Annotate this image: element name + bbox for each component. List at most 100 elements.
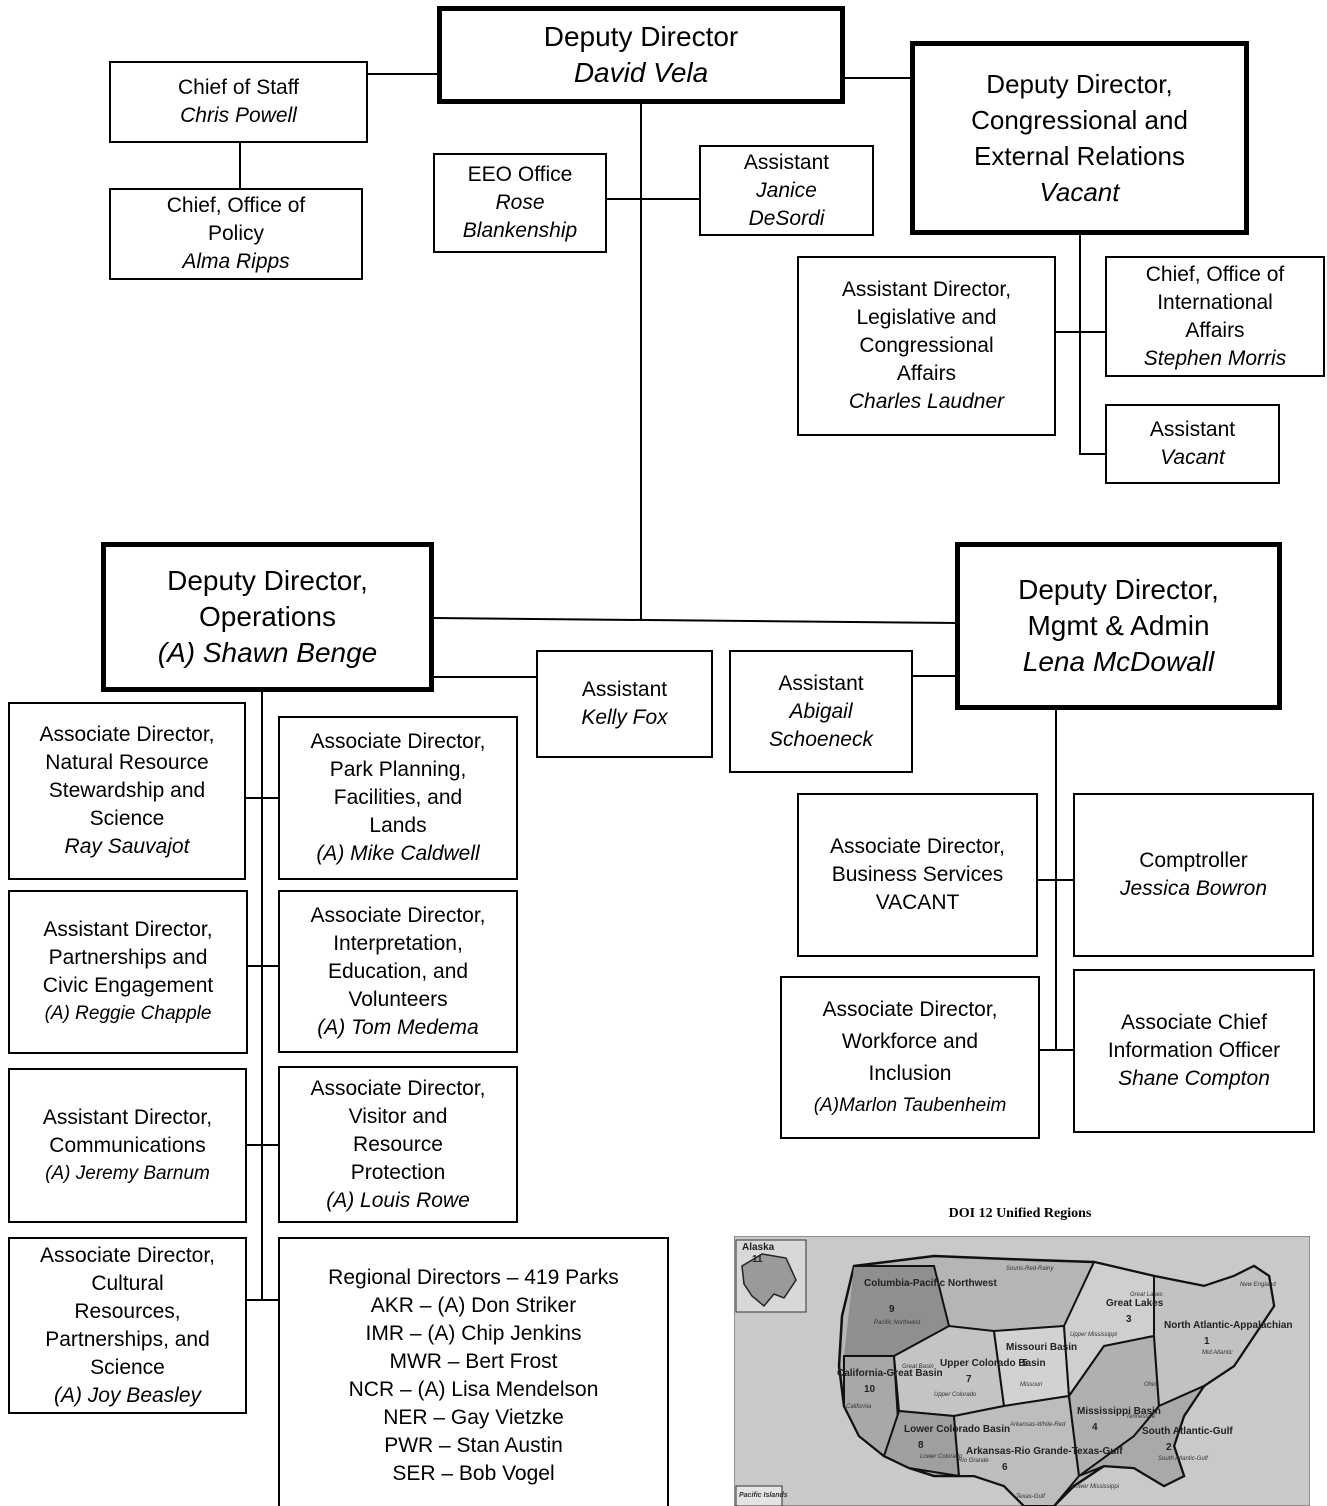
ad-visitor-line1: Associate Director, xyxy=(310,1076,486,1100)
map-region-number: 4 xyxy=(1092,1422,1098,1433)
ad-partnerships-line2: Partnerships and xyxy=(48,946,208,969)
deputy-director-name: David Vela xyxy=(573,57,709,88)
assistant-schoeneck-box: Assistant Abigail Schoeneck xyxy=(729,650,913,773)
connector-line xyxy=(432,676,536,678)
map-sub-label: Souris-Red-Rainy xyxy=(1006,1266,1054,1272)
regional-director-line: IMR – (A) Chip Jenkins xyxy=(365,1322,582,1345)
regional-directors-box: Regional Directors – 419 Parks AKR – (A)… xyxy=(278,1237,669,1506)
assistant-vacant-name: Vacant xyxy=(1160,446,1225,469)
chief-international-line1: Chief, Office of xyxy=(1145,262,1285,286)
map-sub-label: Great Lakes xyxy=(1130,1292,1163,1298)
regional-director-line: PWR – Stan Austin xyxy=(384,1434,563,1457)
ad-legislative-line1: Assistant Director, xyxy=(841,278,1012,301)
connector-line xyxy=(640,104,642,621)
connector-line xyxy=(845,77,910,79)
map-region-number: 10 xyxy=(864,1384,876,1395)
ad-natural-name: Ray Sauvajot xyxy=(64,835,190,858)
ad-park-planning-box: Associate Director, Park Planning, Facil… xyxy=(278,716,518,880)
ad-workforce-line2: Workforce and xyxy=(841,1029,979,1053)
dd-operations-box: Deputy Director, Operations (A) Shawn Be… xyxy=(101,542,434,692)
dd-congressional-line1: Deputy Director, xyxy=(986,69,1173,99)
eeo-office-name-line1: Rose xyxy=(495,191,545,214)
ad-workforce-line3: Inclusion xyxy=(868,1061,952,1085)
assistant-fox-title: Assistant xyxy=(581,678,668,701)
map-sub-label: Mid Atlantic xyxy=(1202,1350,1233,1356)
comptroller-name: Jessica Bowron xyxy=(1119,877,1268,900)
map-region-label: North Atlantic-Appalachian xyxy=(1164,1320,1293,1331)
region-sag xyxy=(1078,1383,1207,1488)
ad-cultural-line4: Partnerships, and xyxy=(45,1327,210,1351)
chief-policy-name: Alma Ripps xyxy=(182,250,290,273)
ad-interpretation-line4: Volunteers xyxy=(348,987,448,1011)
map-sub-label: Pacific Northwest xyxy=(874,1320,921,1326)
regional-director-line: MWR – Bert Frost xyxy=(389,1350,558,1373)
map-graphic: Alaska 11 Columbia-Pacific Northwest 9 C… xyxy=(734,1236,1310,1506)
regional-director-line: AKR – (A) Don Striker xyxy=(370,1294,577,1317)
chief-international-line3: Affairs xyxy=(1185,318,1245,342)
ad-legislative-line2: Legislative and xyxy=(856,306,997,329)
dd-operations-line2: Operations xyxy=(199,601,336,632)
comptroller-title: Comptroller xyxy=(1139,849,1248,872)
ad-cultural-name: (A) Joy Beasley xyxy=(53,1383,202,1407)
connector-line xyxy=(239,143,241,189)
ad-cultural-line5: Science xyxy=(90,1355,165,1379)
assistant-desordi-name-line1: Janice xyxy=(756,178,817,202)
map-sub-label: Arkansas-White-Red xyxy=(1009,1422,1066,1428)
ad-natural-line4: Science xyxy=(89,807,165,830)
map-sub-label: Lower Colorado xyxy=(920,1454,963,1460)
map-region-label: Upper Colorado Basin xyxy=(940,1358,1046,1369)
dd-congressional-name: Vacant xyxy=(1039,177,1120,207)
assoc-cio-name: Shane Compton xyxy=(1118,1067,1270,1090)
map-title: DOI 12 Unified Regions xyxy=(948,1206,1092,1221)
dd-mgmt-line2: Mgmt & Admin xyxy=(1027,610,1210,641)
map-sub-label: Lower Mississippi xyxy=(1072,1484,1120,1490)
ad-visitor-name: (A) Louis Rowe xyxy=(326,1188,470,1212)
assistant-schoeneck-name-line2: Schoeneck xyxy=(769,727,873,751)
ad-legislative-name: Charles Laudner xyxy=(848,390,1005,413)
chief-policy-title-line1: Chief, Office of xyxy=(166,194,306,217)
eeo-office-title: EEO Office xyxy=(467,163,573,186)
map-region-number: 7 xyxy=(966,1374,972,1385)
ad-business-line3: VACANT xyxy=(875,891,960,914)
assistant-fox-name: Kelly Fox xyxy=(581,706,668,729)
assistant-desordi-name-line2: DeSordi xyxy=(748,206,825,230)
chief-policy-title-line2: Policy xyxy=(207,222,265,245)
deputy-director-title: Deputy Director xyxy=(543,21,739,52)
map-region-label: Great Lakes xyxy=(1106,1298,1164,1309)
dd-mgmt-name: Lena McDowall xyxy=(1022,646,1215,677)
assistant-desordi-box: Assistant Janice DeSordi xyxy=(699,145,874,236)
doi-regions-map: DOI 12 Unified Regions Alaska 11 Columbi… xyxy=(727,1200,1313,1506)
ad-partnerships-line3: Civic Engagement xyxy=(42,974,214,997)
connector-line xyxy=(1040,1049,1073,1051)
map-region-number: 2 xyxy=(1166,1442,1172,1453)
ad-natural-box: Associate Director, Natural Resource Ste… xyxy=(8,702,246,880)
ad-partnerships-line1: Assistant Director, xyxy=(43,918,213,941)
ad-interpretation-name: (A) Tom Medema xyxy=(317,1015,479,1039)
map-region-label: California-Great Basin xyxy=(837,1368,943,1379)
map-sub-label: New England xyxy=(1240,1282,1276,1288)
eeo-office-box: EEO Office Rose Blankenship xyxy=(433,153,607,253)
assoc-cio-line1: Associate Chief xyxy=(1121,1011,1267,1034)
map-sub-label: Texas-Gulf xyxy=(1016,1494,1046,1500)
assistant-fox-box: Assistant Kelly Fox xyxy=(536,650,713,758)
map-region-label: Mississippi Basin xyxy=(1077,1406,1161,1417)
connector-line xyxy=(261,692,263,1301)
ad-partnerships-name: (A) Reggie Chapple xyxy=(44,1003,212,1024)
assistant-vacant-box: Assistant Vacant xyxy=(1105,404,1280,484)
map-region-label: Alaska xyxy=(742,1242,775,1253)
map-sub-label: South Atlantic-Gulf xyxy=(1158,1456,1209,1462)
connector-line xyxy=(607,198,699,200)
map-sub-label: Missouri xyxy=(1020,1382,1043,1388)
map-sub-label: Tennessee xyxy=(1126,1414,1156,1420)
map-sub-label: Upper Colorado xyxy=(934,1392,977,1398)
dd-mgmt-box: Deputy Director, Mgmt & Admin Lena McDow… xyxy=(955,542,1282,710)
map-region-number: 8 xyxy=(918,1440,924,1451)
comptroller-box: Comptroller Jessica Bowron xyxy=(1073,793,1314,957)
region-lcb xyxy=(882,1409,961,1478)
ad-cultural-line3: Resources, xyxy=(74,1299,181,1323)
ad-workforce-line1: Associate Director, xyxy=(822,997,998,1021)
ad-park-planning-line2: Park Planning, xyxy=(329,758,467,781)
ad-natural-line2: Natural Resource xyxy=(45,751,209,774)
connector-line xyxy=(433,617,958,625)
connector-line xyxy=(1079,453,1105,455)
